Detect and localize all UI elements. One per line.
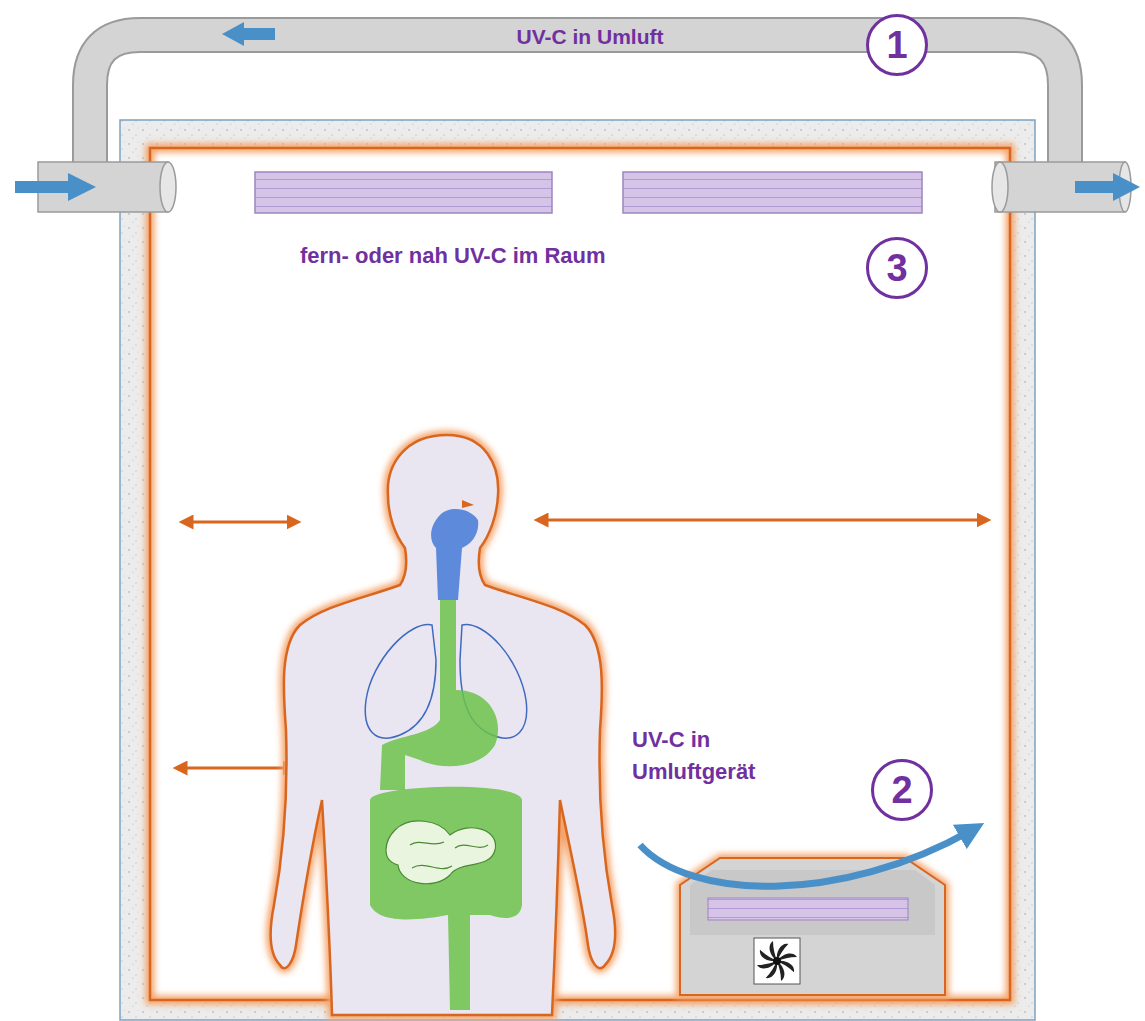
callout-number: 1 [866, 14, 928, 76]
room-uv-label: fern- oder nah UV-C im Raum [300, 240, 606, 272]
callout-number: 2 [871, 759, 933, 821]
callout-number: 3 [866, 237, 928, 299]
uv-lamp-box: UV-C in Umluft [410, 14, 770, 60]
callout-number: 1 [886, 24, 907, 67]
lamp-label: UV-C in Umluft [517, 25, 664, 49]
callout-number: 2 [891, 769, 912, 812]
callout-number: 3 [886, 247, 907, 290]
device-uv-label: UV-C in Umluftgerät [632, 724, 802, 788]
